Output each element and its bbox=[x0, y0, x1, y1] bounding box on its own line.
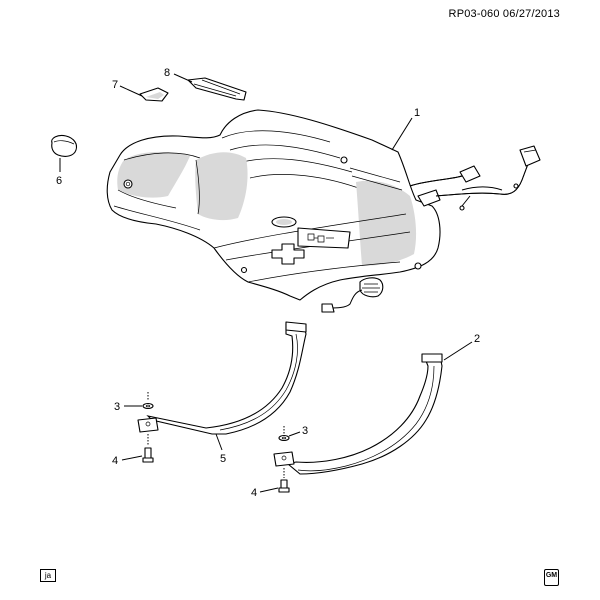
leader-8 bbox=[173, 73, 193, 83]
language-code-box: ja bbox=[40, 569, 56, 582]
callout-5: 5 bbox=[220, 453, 226, 465]
callout-7: 7 bbox=[112, 79, 118, 91]
callout-4-right: 4 bbox=[251, 487, 257, 499]
part-7-insulator bbox=[139, 87, 169, 102]
callout-2: 2 bbox=[474, 333, 480, 345]
leader-4b bbox=[259, 487, 279, 493]
part-8-pad bbox=[187, 77, 247, 101]
diagram-reference-code: RP03-060 06/27/2013 bbox=[448, 8, 560, 20]
part-6-cap bbox=[51, 134, 78, 157]
callout-8: 8 bbox=[164, 67, 170, 79]
callout-3-left: 3 bbox=[114, 401, 120, 413]
callout-1: 1 bbox=[414, 107, 420, 119]
part-3-washer-left bbox=[142, 392, 154, 410]
leader-7 bbox=[119, 85, 143, 97]
part-5-left-strap bbox=[137, 321, 307, 435]
callout-4-left: 4 bbox=[112, 455, 118, 467]
leader-2 bbox=[443, 341, 473, 361]
part-2-right-strap bbox=[273, 353, 443, 475]
part-4-bolt-left bbox=[142, 434, 154, 463]
leader-5 bbox=[215, 433, 223, 451]
part-3-washer-right bbox=[278, 426, 290, 442]
leader-3b bbox=[288, 431, 301, 437]
leader-1 bbox=[391, 117, 413, 151]
leader-4a bbox=[121, 455, 143, 461]
part-1-fuel-tank bbox=[106, 109, 541, 313]
part-4-bolt-right bbox=[278, 468, 290, 493]
callout-3-right: 3 bbox=[302, 425, 308, 437]
callout-6: 6 bbox=[56, 175, 62, 187]
gm-logo: GM bbox=[544, 569, 559, 586]
leader-lines bbox=[59, 73, 473, 493]
